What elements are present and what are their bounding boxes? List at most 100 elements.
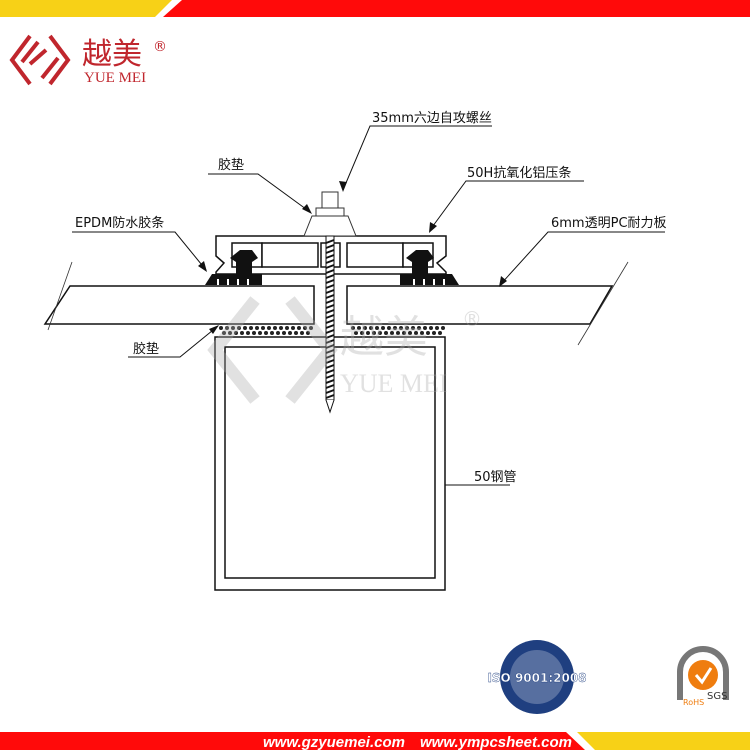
- gasket-dot: [354, 331, 358, 335]
- gasket-dot: [429, 326, 433, 330]
- gasket-dot: [240, 331, 244, 335]
- gasket-dot: [222, 331, 226, 335]
- gasket-dot: [357, 326, 361, 330]
- gasket-dot: [288, 331, 292, 335]
- gasket-dot: [432, 331, 436, 335]
- screw-thread: [325, 299, 335, 304]
- gasket-dot: [255, 326, 259, 330]
- gasket-dot: [435, 326, 439, 330]
- gasket-dot: [402, 331, 406, 335]
- screw-thread: [325, 239, 335, 244]
- screw-thread: [325, 389, 335, 394]
- gasket-dot: [414, 331, 418, 335]
- gasket-dot: [387, 326, 391, 330]
- label-epdm-strip: EPDM防水胶条: [75, 215, 164, 231]
- gasket-dot: [219, 326, 223, 330]
- screw-thread: [325, 339, 335, 344]
- screw-thread: [325, 344, 335, 349]
- gasket-dot: [231, 326, 235, 330]
- gasket-dot: [258, 331, 262, 335]
- screw-thread: [325, 269, 335, 274]
- screw-thread: [325, 324, 335, 329]
- label-steel-tube: 50钢管: [474, 470, 517, 485]
- gasket-dot: [375, 326, 379, 330]
- gasket-dot: [291, 326, 295, 330]
- gasket-dot: [237, 326, 241, 330]
- gasket-dot: [282, 331, 286, 335]
- gasket-dot: [273, 326, 277, 330]
- svg-text:越美: 越美: [340, 312, 428, 363]
- brand-name-cn: 越美: [82, 37, 142, 72]
- svg-text:®: ®: [462, 307, 482, 331]
- gasket-dot: [225, 326, 229, 330]
- screw-thread: [325, 304, 335, 309]
- watermark: 越美 ® YUE MEI: [207, 296, 482, 404]
- svg-text:YUE MEI: YUE MEI: [340, 369, 448, 398]
- screw-thread: [325, 314, 335, 319]
- screw-thread: [325, 329, 335, 334]
- gasket-dot: [276, 331, 280, 335]
- screw-thread: [325, 284, 335, 289]
- svg-text:RoHS: RoHS: [683, 698, 704, 707]
- screw-thread: [325, 249, 335, 254]
- gasket-dot: [294, 331, 298, 335]
- footer-url-1[interactable]: www.gzyuemei.com: [263, 734, 405, 750]
- gasket-dot: [393, 326, 397, 330]
- screw-thread: [325, 254, 335, 259]
- gasket-dot: [264, 331, 268, 335]
- screw-thread: [325, 384, 335, 389]
- screw-thread: [325, 319, 335, 324]
- logo-icon: [9, 34, 71, 86]
- gasket-dot: [270, 331, 274, 335]
- gasket-dot: [252, 331, 256, 335]
- gasket-dot: [309, 326, 313, 330]
- screw-thread: [325, 289, 335, 294]
- brand-name-en: YUE MEI: [84, 70, 146, 86]
- gasket-dot: [411, 326, 415, 330]
- gasket-dot: [381, 326, 385, 330]
- gasket-dot: [405, 326, 409, 330]
- label-pc-sheet: 6mm透明PC耐力板: [551, 216, 667, 231]
- screw-thread: [325, 334, 335, 339]
- gasket-dot: [369, 326, 373, 330]
- gasket-dots: [219, 326, 445, 335]
- gasket-dot: [360, 331, 364, 335]
- label-gasket-top: 胶垫: [218, 157, 244, 173]
- self-tapping-screw: [303, 191, 357, 414]
- screw-thread: [325, 379, 335, 384]
- screw-thread: [325, 259, 335, 264]
- screw-thread: [325, 294, 335, 299]
- gasket-dot: [396, 331, 400, 335]
- gasket-dot: [306, 331, 310, 335]
- gasket-dot: [285, 326, 289, 330]
- bottom-banner-red: [0, 732, 585, 750]
- gasket-dot: [408, 331, 412, 335]
- bottom-banner-yellow: [577, 732, 750, 750]
- gasket-dot: [399, 326, 403, 330]
- screw-thread: [325, 349, 335, 354]
- label-aluminum-strip: 50H抗氧化铝压条: [467, 165, 571, 181]
- screw-thread: [325, 364, 335, 369]
- gasket-dot: [372, 331, 376, 335]
- iso-badge: ISO 9001:2008: [487, 640, 587, 714]
- top-banner-yellow: [0, 0, 172, 17]
- screw-thread: [325, 309, 335, 314]
- gasket-dot: [300, 331, 304, 335]
- footer-url-2[interactable]: www.ympcsheet.com: [420, 734, 572, 750]
- gasket-dot: [426, 331, 430, 335]
- sgs-rohs-badge: RoHS SGS: [677, 646, 729, 707]
- gasket-dot: [384, 331, 388, 335]
- gasket-dot: [351, 326, 355, 330]
- gasket-dot: [420, 331, 424, 335]
- screw-thread: [325, 274, 335, 279]
- gasket-dot: [441, 326, 445, 330]
- gasket-dot: [297, 326, 301, 330]
- gasket-dot: [438, 331, 442, 335]
- screw-thread: [325, 374, 335, 379]
- screw-thread: [325, 244, 335, 249]
- gasket-dot: [246, 331, 250, 335]
- screw-thread: [325, 279, 335, 284]
- registered-mark: ®: [153, 39, 167, 55]
